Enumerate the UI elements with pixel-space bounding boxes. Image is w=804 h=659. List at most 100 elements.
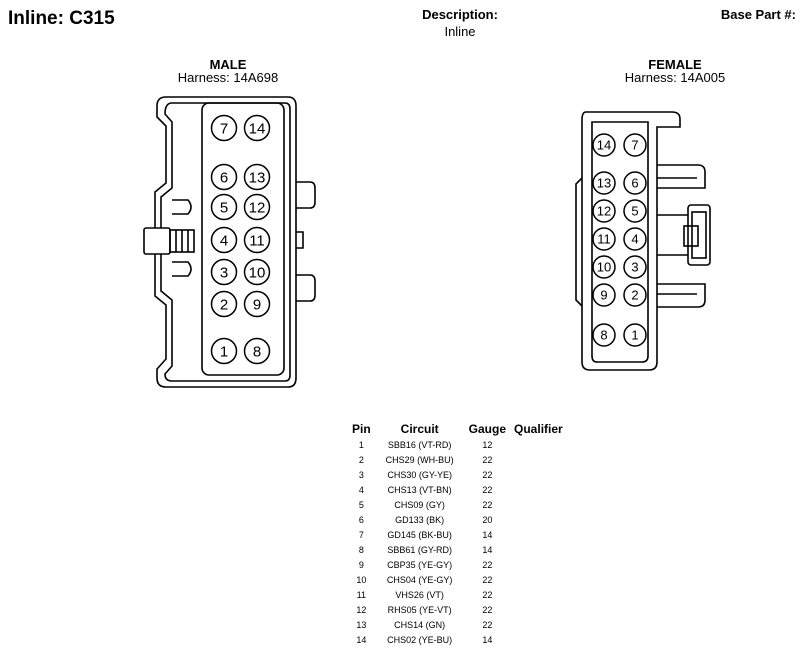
cell-circuit: CHS09 (GY) (394, 499, 445, 510)
female-pin-label: 11 (597, 232, 611, 247)
cell-circuit: CHS14 (GN) (394, 619, 446, 630)
male-pin-circle (210, 290, 238, 318)
female-pin-circle (592, 171, 616, 195)
female-pin-label: 7 (631, 138, 638, 153)
female-pin-label: 9 (600, 288, 607, 303)
female-pin-label: 6 (631, 176, 638, 191)
male-pin-circle (243, 258, 271, 286)
cell-qualifier (510, 482, 567, 497)
male-pin-circle (243, 290, 271, 318)
cell-circuit: SBB16 (VT-RD) (387, 439, 452, 450)
male-pin-label: 13 (249, 169, 266, 186)
pin-table: Pin Circuit Gauge Qualifier 1 SBB16 (VT-R… (348, 421, 567, 647)
male-pin-label: 7 (220, 120, 228, 137)
female-pin-circle (623, 255, 647, 279)
cell-gauge: 22 (482, 469, 493, 480)
cell-qualifier (510, 617, 567, 632)
cell-gauge: 20 (482, 514, 493, 525)
cell-qualifier (510, 452, 567, 467)
pin-table-header: Pin Circuit Gauge Qualifier (348, 421, 567, 437)
cell-circuit: GD133 (BK) (395, 514, 445, 525)
male-connector-body (143, 96, 316, 388)
cell-pin: 4 (358, 484, 364, 495)
cell-pin: 8 (358, 544, 364, 555)
female-pin-circle (592, 133, 616, 157)
cell-circuit: CHS04 (YE-GY) (386, 574, 453, 585)
cell-gauge: 14 (482, 529, 493, 540)
cell-pin: 9 (358, 559, 364, 570)
male-pin-label: 6 (220, 169, 228, 186)
female-pin-label: 3 (631, 260, 638, 275)
male-pin-label: 4 (220, 232, 228, 249)
cell-circuit: RHS05 (YE-VT) (387, 604, 452, 615)
cell-pin: 12 (356, 604, 367, 615)
female-connector-title: FEMALE (648, 57, 702, 72)
male-pin-circle (243, 226, 271, 254)
cell-circuit: GD145 (BK-BU) (387, 529, 452, 540)
table-row: 10 CHS04 (YE-GY) 22 (348, 572, 567, 587)
male-harness-label: Harness: 14A698 (177, 70, 279, 85)
male-pin-circle (243, 337, 271, 365)
cell-circuit: CBP35 (YE-GY) (387, 559, 453, 570)
female-connector-body (575, 111, 711, 371)
female-pin-circle (623, 283, 647, 307)
male-pin-label: 1 (220, 343, 228, 360)
cell-qualifier (510, 602, 567, 617)
cell-qualifier (510, 587, 567, 602)
female-pin-circle (623, 227, 647, 251)
cell-pin: 6 (358, 514, 364, 525)
header-qualifier: Qualifier (514, 422, 563, 436)
female-pin-label: 5 (631, 204, 638, 219)
cell-qualifier (510, 557, 567, 572)
female-pin-circle (623, 199, 647, 223)
cell-gauge: 22 (482, 454, 493, 465)
cell-pin: 13 (356, 619, 367, 630)
cell-pin: 14 (356, 634, 367, 645)
female-pin-circle (592, 283, 616, 307)
table-row: 6 GD133 (BK) 20 (348, 512, 567, 527)
female-pin-label: 1 (631, 328, 638, 343)
female-pin-circle (623, 133, 647, 157)
male-pin-label: 2 (220, 296, 228, 313)
female-harness-label: Harness: 14A005 (624, 70, 726, 85)
female-pin-label: 10 (597, 260, 611, 275)
cell-circuit: CHS02 (YE-BU) (387, 634, 453, 645)
cell-pin: 10 (356, 574, 367, 585)
female-pin-label: 4 (631, 232, 638, 247)
male-pin-circle (243, 193, 271, 221)
cell-circuit: SBB61 (GY-RD) (387, 544, 453, 555)
cell-gauge: 22 (482, 589, 493, 600)
female-pin-circle (623, 171, 647, 195)
cell-pin: 3 (358, 469, 364, 480)
female-pin-label: 2 (631, 288, 638, 303)
description-label: Description: (422, 7, 498, 22)
cell-gauge: 22 (482, 574, 493, 585)
description-value: Inline (444, 24, 476, 39)
cell-pin: 1 (358, 439, 364, 450)
female-pin-circle (592, 227, 616, 251)
cell-gauge: 22 (482, 604, 493, 615)
male-pin-circle (243, 114, 271, 142)
cell-qualifier (510, 437, 567, 452)
cell-pin: 2 (358, 454, 364, 465)
base-part-label: Base Part #: (720, 7, 796, 22)
male-pin-label: 10 (249, 264, 266, 281)
header-gauge: Gauge (468, 422, 507, 436)
page-title: Inline: C315 (8, 8, 115, 29)
cell-qualifier (510, 527, 567, 542)
male-pin-circle (210, 258, 238, 286)
female-pin-circle (592, 255, 616, 279)
header-circuit: Circuit (400, 422, 439, 436)
cell-gauge: 22 (482, 484, 493, 495)
